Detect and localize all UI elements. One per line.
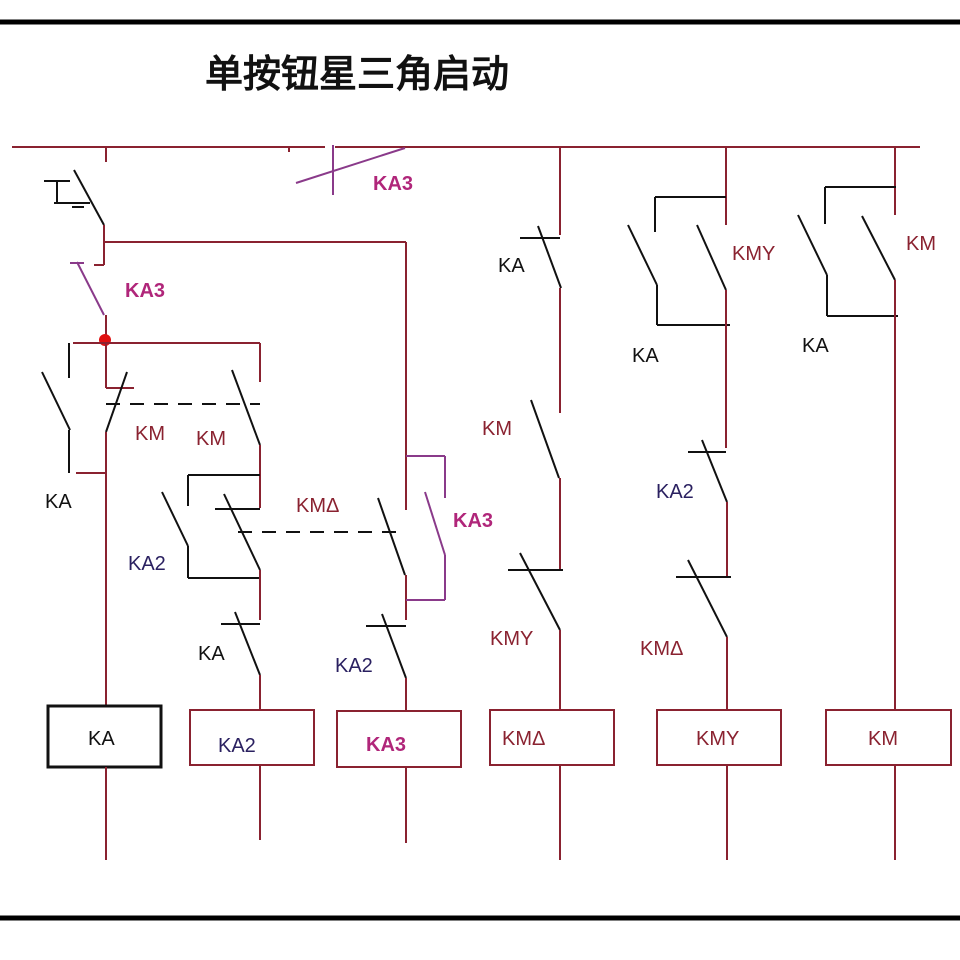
label-col5-ka2: KA2 (656, 481, 694, 503)
coil-label-kmy: KMY (696, 728, 739, 750)
coil-km: KM (825, 709, 952, 860)
top-power-rail (12, 146, 920, 152)
label-col3-kmdelta: KMΔ (296, 495, 339, 517)
label-col4-ka: KA (498, 255, 525, 277)
label-col2-ka: KA (198, 643, 225, 665)
col3-ka2-nc-contact: KA2 (335, 613, 407, 710)
label-col3-ka2: KA2 (335, 655, 373, 677)
col5-wiring: KA KMY KA2 KMΔ (627, 147, 775, 710)
col1-branch-wiring (73, 342, 261, 389)
col1-km-nc-contact: KM (105, 371, 165, 860)
col3-ka3-contact: KA3 (406, 455, 493, 601)
col2-ka-nc-contact: KA (198, 611, 261, 710)
coil-kmy: KMY (656, 709, 782, 860)
col1-start-pushbutton (44, 147, 407, 510)
coil-label-kmdelta: KMΔ (502, 728, 545, 750)
coil-label-ka2: KA2 (218, 735, 256, 757)
coil-ka3: KA3 (336, 710, 462, 843)
coil-ka: KA (46, 704, 163, 860)
label-col1-ka: KA (45, 491, 72, 513)
col1-ka-hold-contact: KA (41, 343, 106, 513)
label-col5-kmy: KMY (732, 243, 775, 265)
coil-label-ka3: KA3 (366, 734, 406, 756)
label-top-ka3: KA3 (373, 173, 413, 195)
top-ka3-nc-contact: KA3 (295, 145, 413, 195)
col2-ka2-branch: KA2 (128, 474, 260, 579)
col3-kmdelta-contact: KMΔ (296, 495, 407, 620)
col2-km-no-contact: KM (196, 369, 261, 508)
diagram-title: 单按钮星三角启动 (205, 52, 509, 96)
label-col2-km: KM (196, 428, 226, 450)
label-col4-km: KM (482, 418, 512, 440)
col4-wiring: KA KM KMY (482, 147, 563, 710)
label-col5-kmdelta: KMΔ (640, 638, 683, 660)
label-col1-ka3: KA3 (125, 280, 165, 302)
label-col3-ka3: KA3 (453, 510, 493, 532)
col1-ka3-contact: KA3 (70, 261, 165, 340)
coil-ka2: KA2 (189, 709, 315, 840)
label-col6-km: KM (906, 233, 936, 255)
label-col1-km: KM (135, 423, 165, 445)
label-col6-ka: KA (802, 335, 829, 357)
label-col5-ka: KA (632, 345, 659, 367)
coil-label-km: KM (868, 728, 898, 750)
coil-label-ka: KA (88, 728, 115, 750)
col2-kmdelta-nc-contact (215, 493, 261, 620)
coil-kmdelta: KMΔ (489, 709, 615, 860)
label-col2-ka2: KA2 (128, 553, 166, 575)
label-col4-kmy: KMY (490, 628, 533, 650)
